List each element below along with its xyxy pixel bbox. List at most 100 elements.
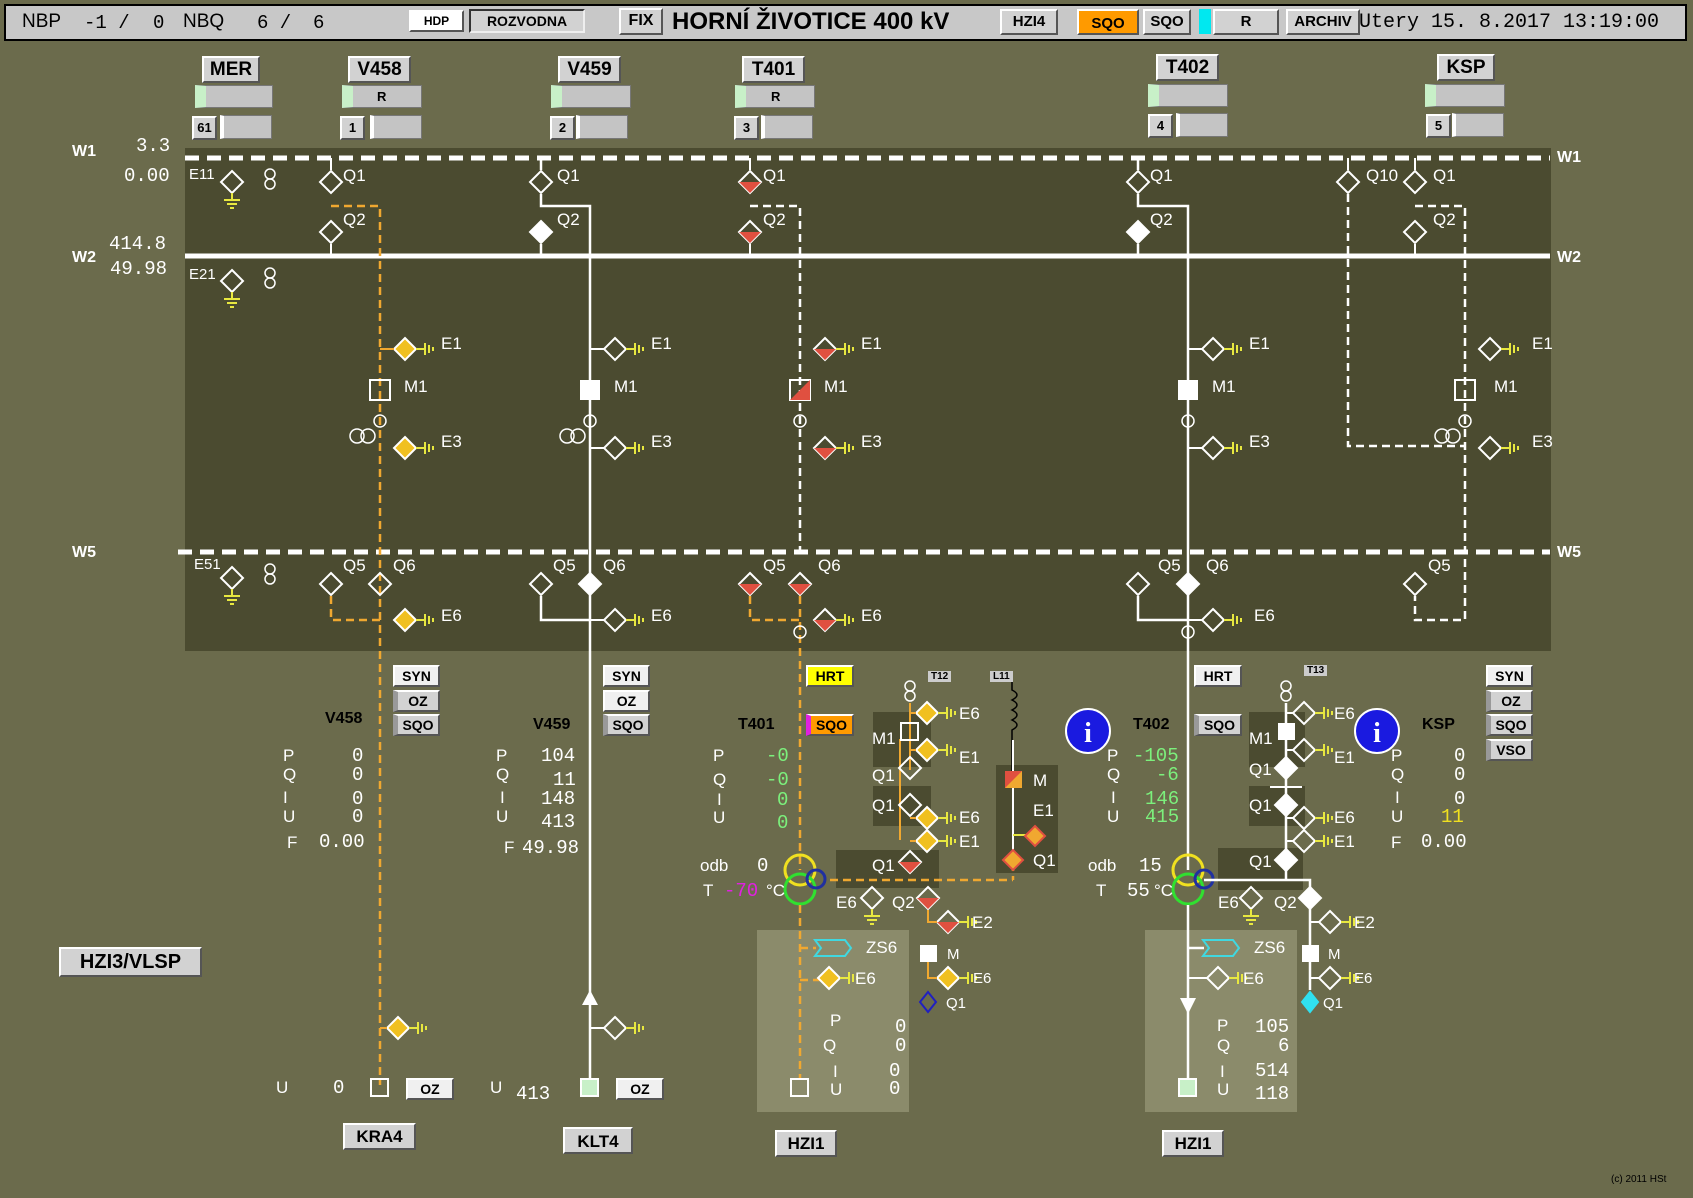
- t402-u-value: 415: [1145, 806, 1180, 828]
- bay-button-v458[interactable]: V458: [348, 56, 411, 83]
- v458-u-label: U: [283, 807, 296, 826]
- t401-temp-label: T: [703, 881, 714, 900]
- t402-temp-unit: °C: [1154, 881, 1174, 900]
- label-e6: E6: [1334, 808, 1355, 827]
- t401-sub-u-value: 0: [889, 1078, 901, 1100]
- t401-q-value: -0: [766, 769, 789, 791]
- rozvodna-button[interactable]: ROZVODNA: [469, 9, 585, 33]
- label-q2: Q2: [1274, 893, 1297, 912]
- t402-sub-p-label: P: [1217, 1016, 1229, 1035]
- label-q2: Q2: [892, 893, 915, 912]
- sqo-button[interactable]: SQO: [1143, 9, 1191, 35]
- label-e21: E21: [189, 266, 216, 283]
- bay-indicator-v459: [551, 85, 631, 108]
- bay-number-v458: 1: [340, 116, 365, 140]
- label-m: M: [1328, 946, 1341, 963]
- bay-button-mer[interactable]: MER: [202, 56, 260, 83]
- label-q1: Q1: [1249, 852, 1272, 871]
- t401-sub-u-label: U: [830, 1080, 843, 1099]
- bay-button-ksp[interactable]: KSP: [1437, 54, 1495, 81]
- label-m1: M1: [824, 377, 848, 396]
- hrt-button-t401[interactable]: HRT: [806, 665, 854, 687]
- oz-button-ksp[interactable]: OZ: [1486, 690, 1533, 712]
- w5-label-left: W5: [72, 544, 96, 561]
- label-q2: Q2: [343, 210, 366, 229]
- t402-p-label: P: [1107, 746, 1119, 765]
- label-q1: Q1: [872, 766, 895, 785]
- sqo-button-active[interactable]: SQO: [1077, 9, 1139, 35]
- label-q1: Q1: [946, 995, 967, 1012]
- r-button[interactable]: R: [1213, 9, 1279, 35]
- ksp-i-label: I: [1395, 788, 1400, 807]
- hdp-button[interactable]: HDP: [409, 10, 464, 32]
- t402-title: T402: [1133, 716, 1170, 733]
- label-e2: E2: [972, 913, 993, 932]
- label-e1: E1: [1532, 334, 1553, 353]
- oz-button-v459[interactable]: OZ: [603, 690, 650, 712]
- dest-button-hzi1[interactable]: HZI1: [775, 1130, 837, 1157]
- hzi3-vlsp-button[interactable]: HZI3/VLSP: [59, 947, 202, 977]
- sqo-button-v459[interactable]: SQO: [603, 714, 650, 736]
- sqo-button-ksp[interactable]: SQO: [1486, 714, 1533, 736]
- bay-state-t401: [761, 115, 813, 139]
- oz-button-v459-bottom[interactable]: OZ: [616, 1078, 664, 1100]
- label-m1: M1: [1494, 377, 1518, 396]
- bay-number-v459: 2: [550, 116, 575, 140]
- oz-button-v458[interactable]: OZ: [393, 690, 440, 712]
- vso-button-ksp[interactable]: VSO: [1486, 739, 1533, 761]
- ksp-p-label: P: [1391, 746, 1403, 765]
- label-e1: E1: [959, 832, 980, 851]
- nbp-label: NBP: [22, 11, 62, 32]
- v459-p-value: 104: [541, 745, 576, 767]
- dest-button-klt4[interactable]: KLT4: [563, 1127, 633, 1154]
- dest-button-hzi1[interactable]: HZI1: [1162, 1130, 1224, 1157]
- dest-button-kra4[interactable]: KRA4: [343, 1123, 416, 1150]
- label-q6: Q6: [818, 556, 841, 575]
- bay-state-ksp: [1452, 113, 1504, 137]
- hzi4-button[interactable]: HZI4: [1000, 9, 1058, 35]
- label-e6: E6: [959, 704, 980, 723]
- ksp-q-value: 0: [1454, 764, 1466, 786]
- bay-button-t402[interactable]: T402: [1156, 54, 1219, 81]
- oz-button-v458-bottom[interactable]: OZ: [406, 1078, 454, 1100]
- fix-button[interactable]: FIX: [619, 8, 663, 35]
- v458-q-label: Q: [283, 765, 297, 784]
- syn-button-ksp[interactable]: SYN: [1486, 665, 1533, 687]
- syn-button-v459[interactable]: SYN: [603, 665, 650, 687]
- label-e6: E6: [1254, 606, 1275, 625]
- bay-state-mer: [220, 115, 272, 139]
- bay-button-t401[interactable]: T401: [742, 56, 805, 83]
- t401-odb-value: 0: [757, 855, 769, 877]
- label-q1: Q1: [343, 166, 366, 185]
- info-icon[interactable]: i: [1354, 708, 1400, 754]
- info-icon[interactable]: i: [1065, 708, 1111, 754]
- t401-p-label: P: [713, 746, 725, 765]
- t402-sub-p-value: 105: [1255, 1016, 1290, 1038]
- label-e6: E6: [1334, 704, 1355, 723]
- bay-state-v458: [370, 115, 422, 139]
- w1-label-left: W1: [72, 143, 96, 160]
- ksp-u-value: 11: [1441, 806, 1464, 828]
- sqo-button-t401[interactable]: SQO: [806, 714, 854, 736]
- label-e6: E6: [651, 606, 672, 625]
- bay-button-v459[interactable]: V459: [558, 56, 621, 83]
- v458-f-value: 0.00: [319, 831, 365, 853]
- label-e6: E6: [441, 606, 462, 625]
- r-indicator: [1199, 9, 1211, 34]
- t401-odb-label: odb: [700, 856, 729, 875]
- w2-frequency: 49.98: [110, 258, 168, 280]
- t401-sub-q-label: Q: [823, 1036, 837, 1055]
- label-q2: Q2: [1150, 210, 1173, 229]
- hrt-button-t402[interactable]: HRT: [1194, 665, 1242, 687]
- archiv-button[interactable]: ARCHIV: [1286, 9, 1360, 35]
- sqo-button-t402[interactable]: SQO: [1194, 714, 1242, 736]
- sqo-button-v458[interactable]: SQO: [393, 714, 440, 736]
- label-e6: E6: [855, 969, 876, 988]
- label-q2: Q2: [1433, 210, 1456, 229]
- label-t13: T13: [1304, 665, 1328, 676]
- label-m1: M1: [1212, 377, 1236, 396]
- label-e51: E51: [194, 556, 221, 573]
- t401-i-value: 0: [777, 789, 789, 811]
- v458-bottom-u-label: U: [276, 1078, 289, 1097]
- syn-button-v458[interactable]: SYN: [393, 665, 440, 687]
